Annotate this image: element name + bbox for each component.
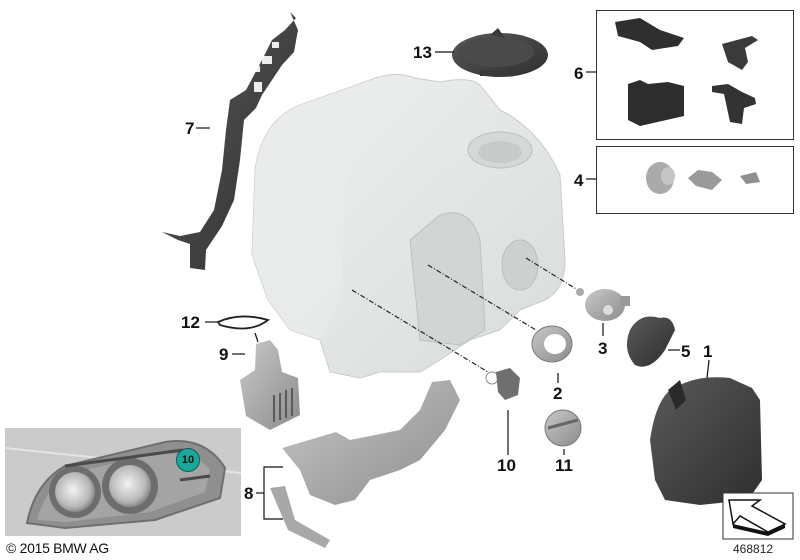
callout-2: 2: [553, 384, 563, 403]
part-5-cover-cap: [626, 316, 675, 367]
headlight-inset-view: 10: [5, 428, 241, 536]
callout-3: 3: [598, 339, 608, 358]
part-2-socket-ring: [531, 325, 573, 363]
callout-13: 13: [413, 43, 432, 62]
inset-highlight-badge: 10: [176, 448, 200, 472]
orientation-arrow-icon: [722, 492, 794, 540]
part-6-box: [596, 10, 794, 140]
callout-1: 1: [703, 342, 713, 361]
part-10-bulb-socket: [485, 368, 520, 400]
part-1-large-cover: [650, 377, 762, 505]
callout-11: 11: [555, 456, 573, 475]
leader-lines: [351, 257, 579, 373]
callout-4: 4: [574, 171, 584, 190]
callout-8: 8: [244, 484, 254, 503]
callout-12: 12: [181, 313, 200, 332]
callout-5: 5: [681, 342, 691, 361]
part-4-box: [596, 146, 794, 214]
part-11-round-cap: [544, 409, 582, 447]
inset-highlight-number: 10: [181, 454, 195, 466]
part-12-gasket: [216, 315, 270, 330]
part-3-bulb-holder: [576, 288, 630, 321]
part-8-bracket-line: [256, 466, 283, 520]
headlight-housing: [251, 74, 566, 379]
diagram-number: 468812: [733, 542, 774, 556]
part-8-air-duct: [270, 380, 460, 548]
callout-10: 10: [497, 456, 516, 475]
part-7-seal-bracket: [162, 12, 298, 270]
part-9-led-module: [240, 340, 300, 430]
part-13-cover-cap: [452, 28, 548, 77]
copyright-notice: © 2015 BMW AG: [6, 540, 109, 556]
callout-6: 6: [574, 64, 584, 83]
callout-7: 7: [185, 119, 195, 138]
callout-9: 9: [219, 345, 229, 364]
